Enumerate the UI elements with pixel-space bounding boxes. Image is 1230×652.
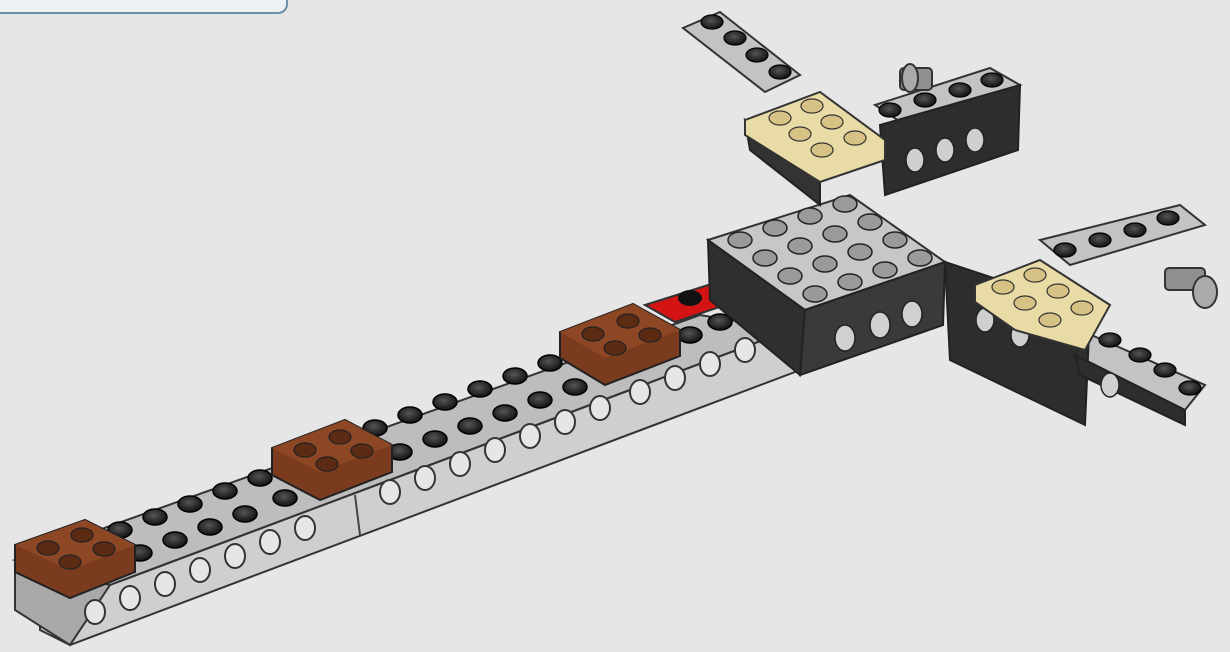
- upper-arm: [683, 12, 1020, 205]
- axle-pin-upper: [900, 64, 932, 92]
- long-beam: [15, 315, 795, 645]
- axle-pin-lower: [1165, 268, 1217, 308]
- tan-plate-upper: [745, 92, 885, 182]
